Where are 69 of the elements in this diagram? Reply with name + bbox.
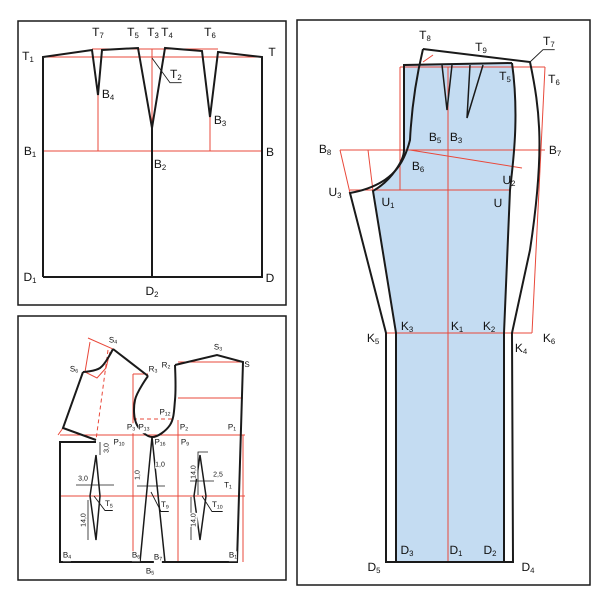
point-label: B$_{1}$: [24, 145, 36, 159]
point-label: K$_{3}$: [400, 320, 414, 334]
point-label: P$_{1}$: [228, 423, 236, 433]
point-label: T$_{9}$: [475, 41, 487, 55]
point-label: B$_{5}$: [146, 567, 154, 577]
point-label: P$_{13}$: [138, 423, 150, 433]
point-label: T$_{4}$: [161, 26, 173, 40]
point-label: S$_{6}$: [70, 365, 78, 375]
point-label: R$_{3}$: [148, 365, 158, 375]
point-label: T$_{9}$: [161, 501, 169, 510]
leader-line: [94, 496, 114, 511]
point-label: D$_{3}$: [400, 544, 414, 558]
point-label: U$_{1}$: [382, 196, 394, 210]
point-label: B: [266, 146, 274, 158]
point-label: R$_{2}$: [162, 361, 170, 371]
point-label: K$_{5}$: [366, 332, 380, 346]
point-label: D$_{2}$: [484, 544, 496, 558]
point-label: B$_{6}$: [132, 551, 140, 561]
point-label: T$_{8}$: [419, 29, 431, 43]
leader-line: [150, 492, 170, 512]
point-label: D$_{4}$: [522, 561, 534, 575]
point-label: T$_{5}$: [127, 26, 139, 40]
point-label: U$_{2}$: [502, 174, 516, 188]
point-label: S: [244, 361, 250, 369]
point-label: D$_{1}$: [450, 544, 462, 558]
point-label: B$_{4}$: [102, 88, 114, 102]
point-label: P$_{16}$: [154, 438, 166, 448]
point-label: T$_{6}$: [204, 26, 216, 40]
point-label: T: [268, 46, 276, 58]
point-label: B$_{3}$: [214, 114, 226, 128]
point-label: T$_{7}$: [543, 35, 555, 49]
point-label: T$_{6}$: [548, 73, 560, 87]
point-label: B$_{5}$: [428, 131, 442, 145]
point-label: B$_{3}$: [450, 131, 462, 145]
point-label: B$_{2}$: [154, 158, 166, 172]
point-label: U$_{3}$: [328, 186, 342, 200]
point-label: T$_{1}$: [224, 481, 232, 491]
point-label: K$_{4}$: [514, 342, 528, 356]
point-label: S$_{3}$: [214, 343, 222, 353]
point-label: D$_{5}$: [368, 561, 380, 575]
point-label: T$_{10}$: [212, 501, 223, 510]
leader-line: [152, 58, 182, 84]
point-label: D$_{2}$: [146, 285, 158, 299]
point-label: P$_{2}$: [180, 423, 188, 433]
point-label: T$_{5}$: [499, 70, 511, 84]
point-label: T$_{2}$: [170, 68, 182, 82]
point-label: S$_{4}$: [108, 336, 118, 346]
point-label: B$_{4}$: [62, 551, 72, 561]
point-label: P$_{10}$: [113, 438, 125, 448]
point-label: T$_{5}$: [105, 500, 113, 510]
point-label: K$_{1}$: [450, 320, 464, 334]
point-label: P$_{12}$: [159, 408, 171, 418]
point-label: B$_{7}$: [154, 553, 162, 563]
point-label: U: [494, 197, 502, 209]
point-label: D$_{1}$: [24, 271, 36, 285]
leader-line: [202, 496, 224, 512]
point-label: T$_{7}$: [92, 26, 104, 40]
point-label: P$_{9}$: [180, 438, 190, 448]
point-label: K$_{6}$: [542, 332, 556, 346]
leader-line: [530, 49, 556, 62]
point-label: K$_{2}$: [482, 320, 496, 334]
point-label: D: [266, 272, 274, 284]
point-label: B$_{7}$: [548, 144, 562, 158]
point-label: P$_{3}$: [126, 423, 136, 433]
point-label: T$_{1}$: [22, 50, 34, 64]
point-label: B$_{8}$: [318, 143, 332, 157]
point-label: T$_{3}$: [147, 26, 159, 40]
point-label: B$_{6}$: [412, 160, 424, 174]
point-label: B$_{1}$: [228, 551, 238, 561]
